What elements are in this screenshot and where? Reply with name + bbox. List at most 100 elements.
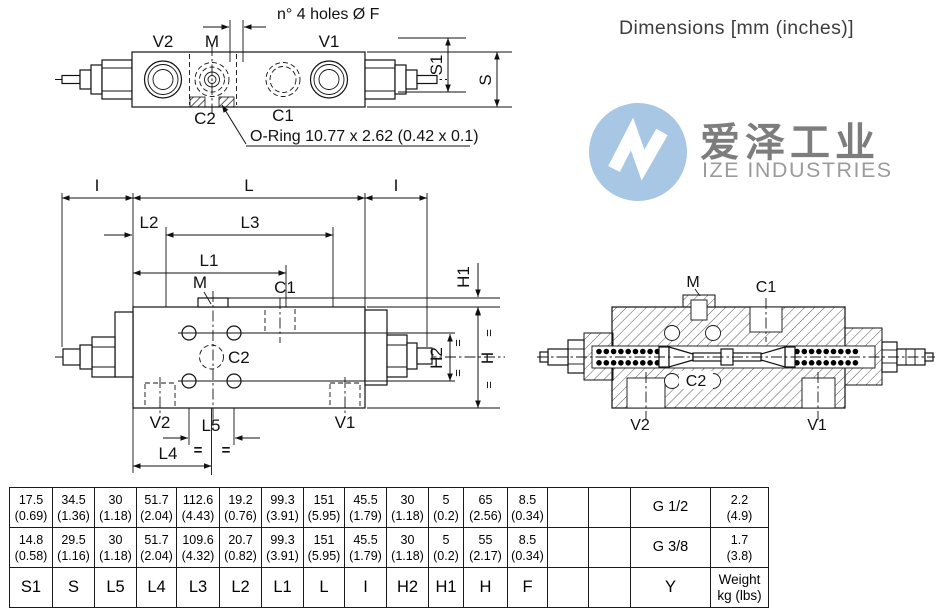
- table-cell: 8.5 (0.34): [507, 487, 548, 528]
- label-c1: C1: [274, 278, 296, 297]
- section-view-drawing: M C1 C2 V2 V1: [537, 274, 935, 434]
- label-v1: V1: [335, 413, 356, 432]
- table-row-g12: 17.5 (0.69) 34.5 (1.36) 30 (1.18) 51.7 (…: [9, 487, 769, 528]
- page-title: Dimensions [mm (inches)]: [619, 17, 854, 39]
- left-adjuster: [539, 339, 585, 374]
- table-header-cell: L5: [94, 567, 137, 608]
- label-m: M: [205, 32, 219, 51]
- table-header-cell: L1: [261, 567, 304, 608]
- table-cell: 5 (0.2): [428, 527, 464, 568]
- table-cell: 55 (2.17): [463, 527, 508, 568]
- label-l: L: [244, 176, 253, 195]
- m-leader: [694, 288, 701, 297]
- table-header-cell: L: [303, 567, 345, 608]
- table-header-cell: L3: [176, 567, 220, 608]
- table-header-cell: H: [463, 567, 508, 608]
- table-header-cell: H1: [428, 567, 464, 608]
- table-header-cell: Y: [630, 567, 711, 608]
- table-cell: 51.7 (2.04): [136, 527, 177, 568]
- right-fitting: [364, 309, 433, 386]
- dim-bottom-rows: L5 = = L4: [132, 408, 260, 475]
- table-header-cell: [547, 567, 589, 608]
- table-cell: G 3/8: [630, 527, 711, 568]
- oring-note: O-Ring 10.77 x 2.62 (0.42 x 0.1): [250, 128, 479, 145]
- dim-top-rows: I L I L2 L3 L1: [61, 176, 428, 347]
- label-h: H: [478, 352, 497, 364]
- equal-mark: =: [450, 369, 465, 377]
- table-cell: 45.5 (1.79): [344, 487, 387, 528]
- port-v1-bore: [801, 377, 836, 409]
- table-cell: 109.6 (4.32): [176, 527, 220, 568]
- port-v1: [329, 382, 361, 409]
- label-c2: C2: [686, 373, 707, 390]
- equal-mark: =: [194, 442, 203, 459]
- table-cell: 1.7 (3.8): [710, 527, 769, 568]
- label-h2: H2: [427, 347, 446, 369]
- oring-groove: [189, 96, 206, 108]
- port-v2: [144, 382, 176, 409]
- table-cell: 45.5 (1.79): [344, 527, 387, 568]
- oring-groove: [218, 96, 235, 108]
- table-cell: 112.6 (4.43): [176, 487, 220, 528]
- label-m: M: [193, 273, 207, 292]
- port-v1: [309, 60, 349, 99]
- table-header-cell: [588, 567, 631, 608]
- label-l2: L2: [140, 213, 159, 232]
- equal-mark: =: [481, 329, 496, 337]
- port-c1: [265, 62, 301, 97]
- left-spring: [596, 348, 661, 366]
- table-header-cell: L4: [136, 567, 177, 608]
- right-fitting: [364, 59, 438, 100]
- table-cell: 5 (0.2): [428, 487, 464, 528]
- left-fitting: [61, 59, 133, 100]
- table-cell: 2.2 (4.9): [710, 487, 769, 528]
- label-l3: L3: [241, 213, 260, 232]
- table-header-cell: L2: [219, 567, 262, 608]
- table-cell: 34.5 (1.36): [52, 487, 95, 528]
- company-logo: 爱泽工业 IZE INDUSTRIES: [588, 102, 891, 202]
- label-v2: V2: [630, 417, 650, 434]
- table-cell: 19.2 (0.76): [219, 487, 262, 528]
- label-h1: H1: [454, 266, 473, 288]
- mounting-holes: [178, 325, 455, 389]
- label-l4: L4: [159, 444, 178, 463]
- bolt-hole: [664, 325, 680, 341]
- logo-text-en: IZE INDUSTRIES: [702, 158, 893, 182]
- table-header-cell: S1: [9, 567, 53, 608]
- bolt-hole: [705, 325, 721, 341]
- dim-right-rows: H1 H = = H2 = =: [228, 263, 500, 409]
- table-cell: G 1/2: [630, 487, 711, 528]
- table-cell: 17.5 (0.69): [9, 487, 53, 528]
- label-s1: S1: [427, 55, 446, 76]
- plan-view-drawing: C2 M C1 V2 V1 I L I L: [55, 176, 505, 475]
- label-i-left: I: [95, 176, 100, 195]
- top-view-drawing: n° 4 holes Ø F O-Ring 10.77 x 2.62 (0.42…: [55, 6, 512, 147]
- label-i-right: I: [394, 176, 399, 195]
- table-cell: [588, 487, 631, 528]
- table-cell: 30 (1.18): [386, 487, 429, 528]
- table-cell: 65 (2.56): [463, 487, 508, 528]
- label-backing: [679, 371, 713, 389]
- table-cell: 51.7 (2.04): [136, 487, 177, 528]
- table-header-cell: I: [344, 567, 387, 608]
- equal-mark: =: [450, 339, 465, 347]
- port-m-bore: [690, 299, 708, 321]
- holes-note: n° 4 holes Ø F: [277, 6, 380, 23]
- equal-mark: =: [222, 442, 231, 459]
- table-cell: 20.7 (0.82): [219, 527, 262, 568]
- valve-body: [131, 51, 366, 108]
- table-cell: 151 (5.95): [303, 487, 345, 528]
- table-row-g38: 14.8 (0.58) 29.5 (1.16) 30 (1.18) 51.7 (…: [9, 527, 769, 568]
- port-m: [194, 45, 230, 114]
- m-leader: [203, 291, 212, 305]
- label-v1: V1: [319, 32, 340, 51]
- label-c1: C1: [756, 279, 777, 296]
- table-cell: 14.8 (0.58): [9, 527, 53, 568]
- label-l1: L1: [200, 251, 219, 270]
- table-cell: 29.5 (1.16): [52, 527, 95, 568]
- label-v1: V1: [807, 417, 827, 434]
- logo-mark-icon: [589, 103, 687, 201]
- logo-text-cn: 爱泽工业: [700, 121, 880, 165]
- equal-mark: =: [481, 381, 496, 389]
